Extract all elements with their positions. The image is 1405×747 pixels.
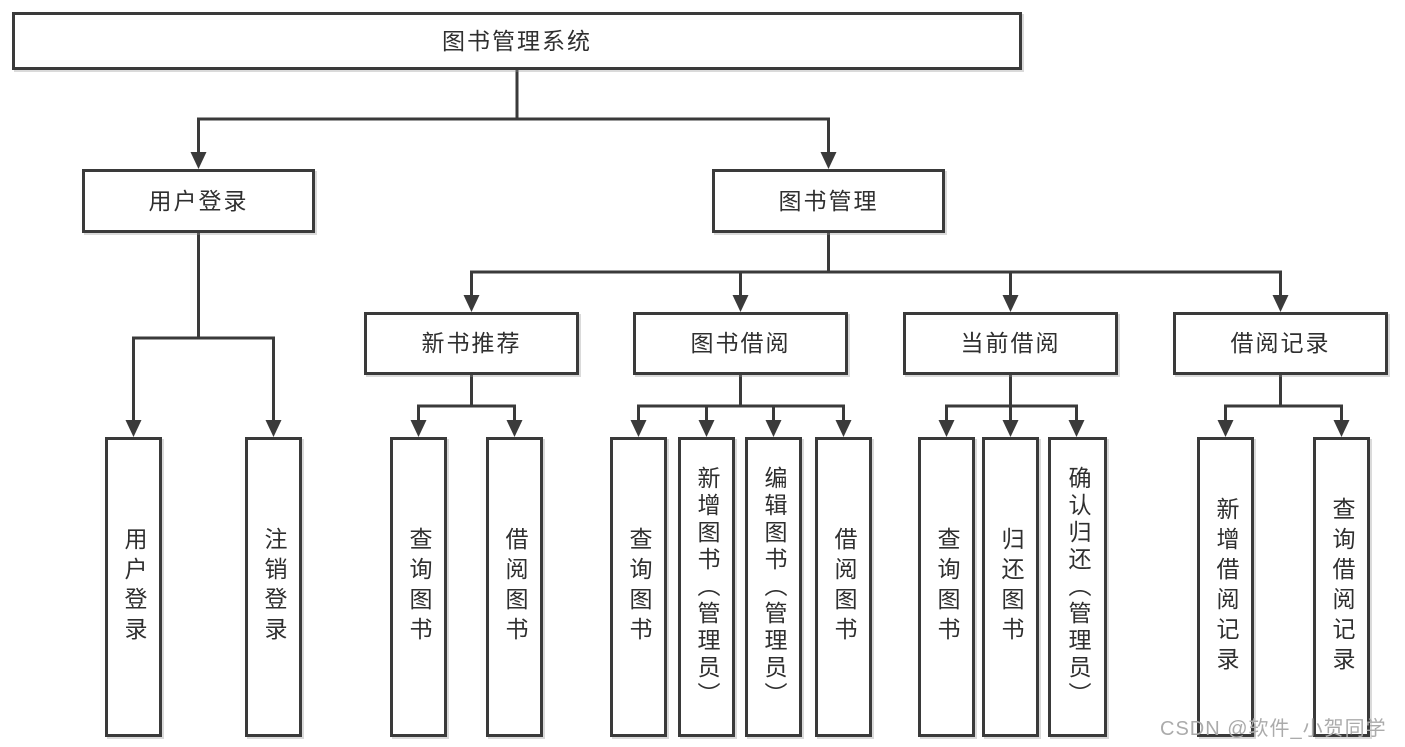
- leaf-add-borrow-record-label: 新增借阅记录: [1213, 497, 1239, 677]
- leaf-borrow-books-2: 借阅图书: [815, 437, 872, 737]
- node-root: 图书管理系统: [12, 12, 1022, 70]
- connector-bookborrow-to-leaves: [630, 375, 852, 437]
- connector-root-to-level2: [190, 70, 837, 169]
- connector-borrowrecords-to-leaves: [1217, 375, 1350, 437]
- leaf-query-books-3-label: 查询图书: [934, 527, 960, 647]
- leaf-query-borrow-record-label: 查询借阅记录: [1329, 497, 1355, 677]
- node-current-borrow-label: 当前借阅: [960, 330, 1061, 356]
- node-user-login: 用户登录: [82, 169, 315, 233]
- leaf-query-books-2-label: 查询图书: [626, 527, 652, 647]
- leaf-query-books-3: 查询图书: [918, 437, 975, 737]
- leaf-borrow-books-1: 借阅图书: [486, 437, 543, 737]
- leaf-query-borrow-record: 查询借阅记录: [1313, 437, 1370, 737]
- node-current-borrow: 当前借阅: [903, 312, 1118, 375]
- leaf-return-books-label: 归还图书: [998, 527, 1024, 647]
- node-book-management: 图书管理: [712, 169, 945, 233]
- node-book-borrow-label: 图书借阅: [690, 330, 791, 356]
- node-user-login-label: 用户登录: [148, 187, 249, 214]
- leaf-query-books-2: 查询图书: [610, 437, 667, 737]
- leaf-add-books-admin: 新增图书（管理员）: [678, 437, 735, 737]
- node-book-borrow: 图书借阅: [633, 312, 848, 375]
- connector-newbookrec-to-leaves: [410, 375, 523, 437]
- connector-currentborrow-to-leaves: [938, 375, 1085, 437]
- node-borrow-records: 借阅记录: [1173, 312, 1388, 375]
- node-borrow-records-label: 借阅记录: [1230, 330, 1331, 356]
- leaf-borrow-books-1-label: 借阅图书: [502, 527, 528, 647]
- leaf-logout-label: 注销登录: [261, 527, 287, 647]
- leaf-borrow-books-2-label: 借阅图书: [831, 527, 857, 647]
- leaf-confirm-return-admin-label: 确认归还（管理员）: [1065, 465, 1091, 709]
- leaf-add-books-admin-label: 新增图书（管理员）: [694, 465, 720, 709]
- leaf-return-books: 归还图书: [982, 437, 1039, 737]
- leaf-edit-books-admin: 编辑图书（管理员）: [745, 437, 802, 737]
- watermark: CSDN @软件_小贺同学: [1160, 718, 1387, 740]
- leaf-logout: 注销登录: [245, 437, 302, 737]
- connector-bookmgmt-to-level3: [463, 233, 1289, 312]
- leaf-query-books-1: 查询图书: [390, 437, 447, 737]
- connector-userlogin-to-leaves: [125, 233, 282, 437]
- leaf-edit-books-admin-label: 编辑图书（管理员）: [761, 465, 787, 709]
- node-book-management-label: 图书管理: [778, 187, 879, 214]
- node-new-book-recommend: 新书推荐: [364, 312, 579, 375]
- node-new-book-recommend-label: 新书推荐: [421, 330, 522, 356]
- leaf-user-login-label: 用户登录: [121, 527, 147, 647]
- leaf-query-books-1-label: 查询图书: [406, 527, 432, 647]
- node-root-label: 图书管理系统: [442, 27, 592, 54]
- leaf-confirm-return-admin: 确认归还（管理员）: [1048, 437, 1107, 737]
- leaf-add-borrow-record: 新增借阅记录: [1197, 437, 1254, 737]
- leaf-user-login: 用户登录: [105, 437, 162, 737]
